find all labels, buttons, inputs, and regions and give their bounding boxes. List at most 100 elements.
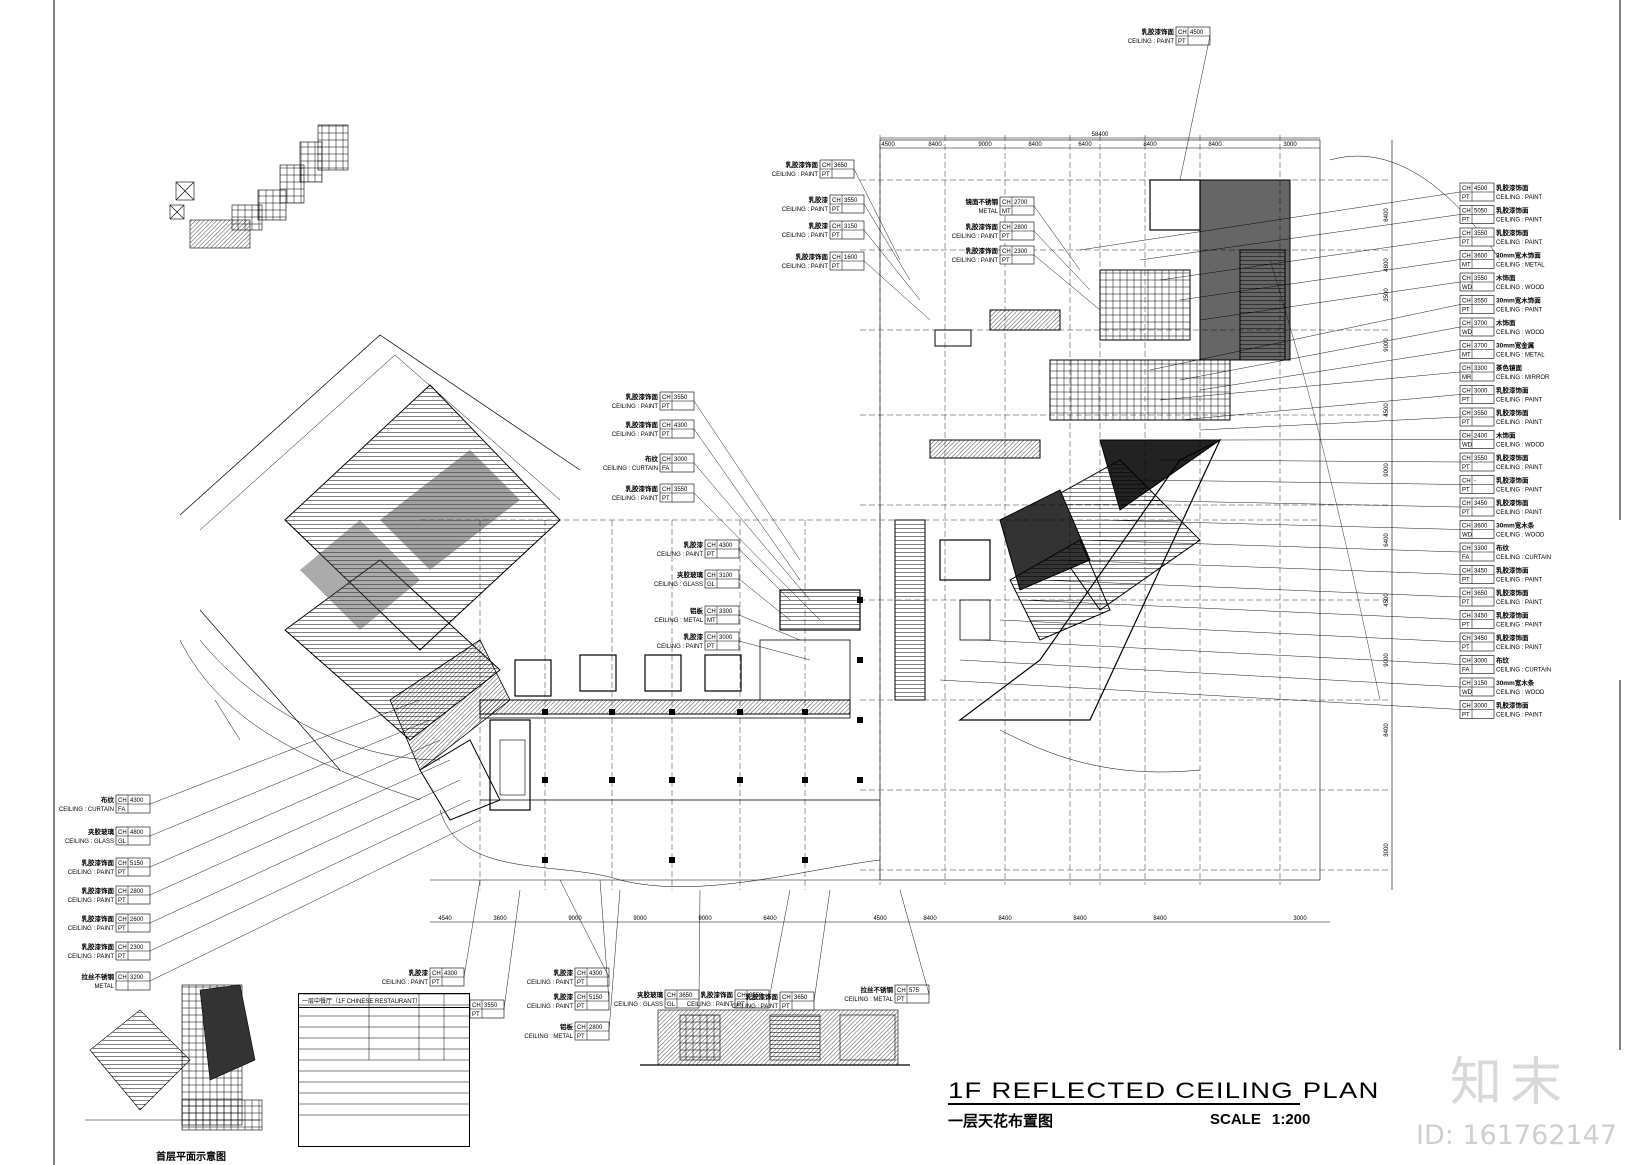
tag-material-name: 拉丝不锈钢 [861,985,894,994]
tag-ch-label: CH [667,993,676,999]
tag-ch-label: CH [662,457,671,463]
tag-ch-label: CH [1462,704,1471,710]
tag-spec: CEILING : PAINT [612,404,659,410]
elevation-strip [640,1009,910,1066]
tag-ch-label: CH [1462,479,1471,485]
tag-spec: CEILING : PAINT [68,898,115,904]
tag-leader-line [768,889,791,1000]
tag-code: FA [1462,555,1469,561]
tag-leader-line [1219,439,1461,441]
tag-spec: CEILING : METAL [654,618,703,624]
column-marker [542,777,548,783]
tag-code: PT [832,207,840,213]
tag-material-name: 乳胶漆 [409,968,429,977]
tag-ch-label: CH [1002,249,1011,255]
tag-ch-label: CH [118,889,127,895]
tag-leader-line [738,614,801,641]
tag-spec: CEILING : GLASS [614,1002,663,1008]
tag-code: PT [662,432,670,438]
tag-spec: CEILING : PAINT [657,644,704,650]
tag-spec: CEILING : PAINT [1496,510,1543,516]
tag-spec: CEILING : PAINT [1128,39,1175,45]
tag-material-name: 乳胶漆饰面 [1496,476,1529,485]
tag-leader-line [1199,349,1461,391]
tag-ch-label: CH [118,945,127,951]
tag-ch-label: CH [1462,434,1471,440]
tag-code: FA [118,807,125,813]
watermark-id: ID: 161762147 [1416,1120,1618,1151]
tag-leader-line [1149,304,1461,371]
tag-code: PT [832,264,840,270]
tag-leader-line [149,699,421,805]
dimension-text: 4540 [438,916,452,922]
tag-leader-line [693,492,821,621]
tag-leader-line [149,819,481,982]
tag-leader-line [149,799,471,952]
tag-ch-label: CH [1178,30,1187,36]
tag-spec: METAL [94,984,114,990]
tag-material-name: 铝板 [560,1022,574,1031]
tag-ch-value: 5150 [589,995,603,1001]
tag-ch-label: CH [1462,456,1471,462]
tag-code: PT [577,1034,585,1040]
tag-spec: CEILING : GLASS [654,582,703,588]
tag-spec: CEILING : PAINT [68,870,115,876]
dimension-text: 9000 [1384,653,1390,667]
tag-leader-line [899,889,930,995]
tag-spec: CEILING : PAINT [1496,713,1543,719]
tag-leader-line [698,889,701,1000]
tag-ch-value: 4300 [130,798,144,804]
tag-material-name: 乳胶漆 [554,992,574,1001]
tag-spec: CEILING : WOOD [1496,443,1545,449]
watermark-logo: 知末 [1450,1053,1571,1113]
tag-spec: CEILING : PAINT [1496,218,1543,224]
tag-leader-line [559,879,610,978]
tag-code: PT [662,404,670,410]
tag-ch-label: CH [1462,659,1471,665]
tag-ch-value: 3000 [719,635,733,641]
tag-spec: CEILING : METAL [1496,353,1545,359]
tag-spec: CEILING : WOOD [1496,690,1545,696]
tag-material-name: 拉丝不锈钢 [82,972,115,981]
key-plan-upper [169,124,349,249]
tag-spec: CEILING : PAINT [527,980,574,986]
column-marker [669,777,675,783]
tag-code: PT [707,644,715,650]
column-marker [737,777,743,783]
tag-code: PT [118,954,126,960]
tag-material-name: 乳胶漆饰面 [1142,27,1175,36]
tag-ch-label: CH [832,224,841,230]
tag-leader-line [1159,371,1461,401]
tag-leader-line [1059,559,1461,575]
tag-ch-value: 3550 [674,487,688,493]
column-marker [857,657,863,663]
tag-material-name: 木饰面 [1495,318,1516,327]
tag-leader-line [149,719,431,837]
tag-ch-label: CH [707,609,716,615]
tag-material-name: 30mm宽木条 [1496,678,1535,687]
tag-material-name: 乳胶漆饰面 [1496,206,1529,215]
tag-spec: CEILING : CURTAIN [603,466,658,472]
dimension-text: 9000 [698,916,712,922]
tag-ch-label: CH [1462,209,1471,215]
tag-ch-label: CH [707,543,716,549]
tag-code: PT [662,496,670,502]
dimension-text: 4500 [881,142,895,148]
tag-material-name: 乳胶漆饰面 [626,392,659,401]
tag-code: PT [1178,39,1186,45]
tag-leader-line [693,428,801,581]
